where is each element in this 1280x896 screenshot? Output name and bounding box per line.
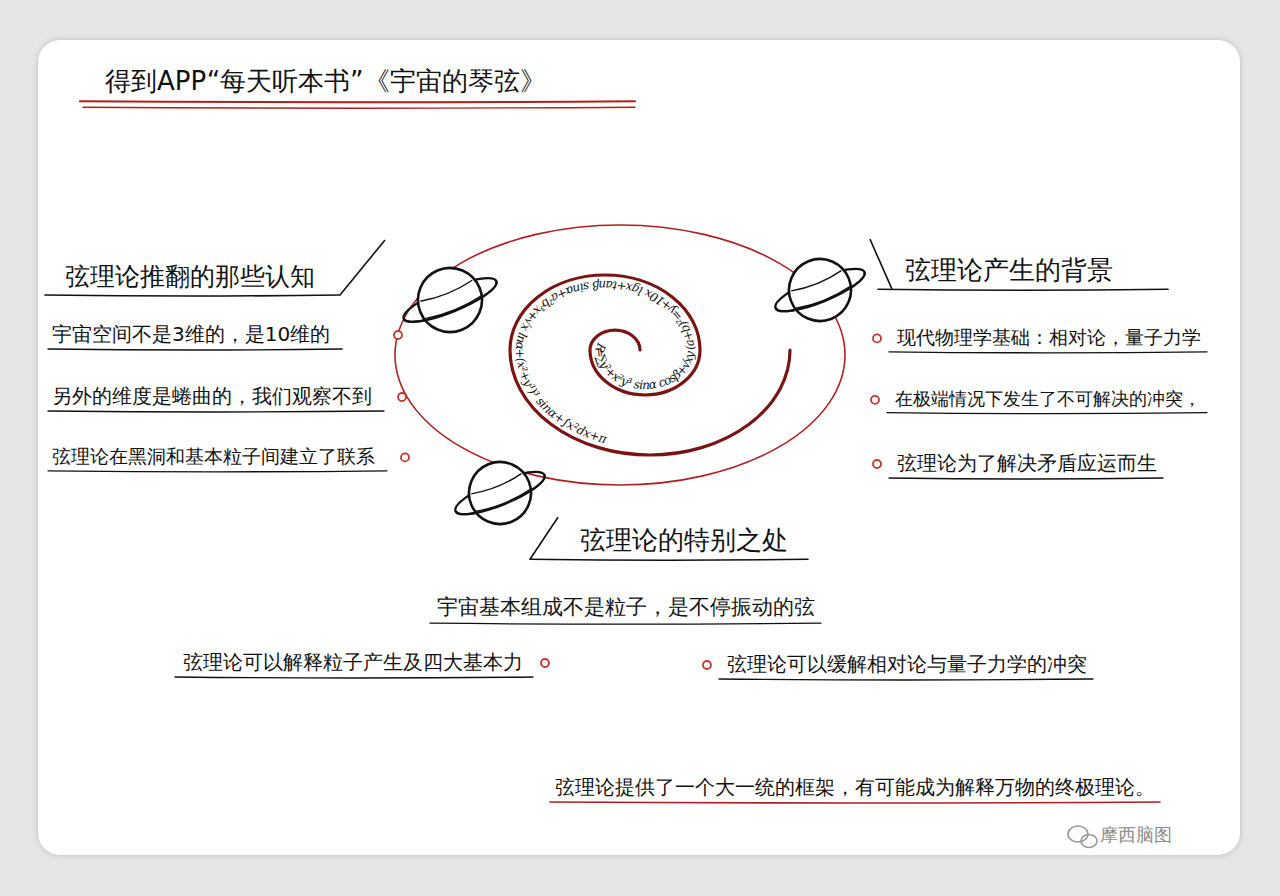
item-underline (889, 478, 1163, 479)
bullet-dot (873, 460, 881, 468)
item-text: 弦理论为了解决矛盾应运而生 (897, 451, 1157, 475)
watermark: 摩西脑图 (1100, 824, 1172, 846)
bullet-dot (541, 659, 549, 667)
bullet-dot (873, 334, 881, 342)
heading-underline (45, 295, 340, 296)
item-underline (430, 623, 821, 624)
bullet-dot (398, 393, 406, 401)
title-text: 得到APP“每天听本书”《宇宙的琴弦》 (105, 66, 546, 97)
item-text: 宇宙空间不是3维的，是10维的 (52, 322, 330, 346)
formula-text: R=∑y²+x²y³ sinα cosβ+√xy (a+b)²=y+10x lg… (513, 278, 697, 447)
item-text: 宇宙基本组成不是粒子，是不停振动的弦 (437, 595, 815, 620)
item-underline (887, 413, 1207, 414)
item-underline (48, 411, 384, 412)
heading-underline (530, 559, 808, 560)
wechat-icon (1068, 826, 1097, 848)
planet (764, 243, 876, 336)
section-heading: 弦理论推翻的那些认知 (65, 262, 315, 292)
item-text: 弦理论可以解释粒子产生及四大基本力 (183, 650, 523, 674)
conclusion-underline (550, 802, 1160, 803)
item-text: 在极端情况下发生了不可解决的冲突， (895, 388, 1201, 410)
item-underline (719, 679, 1093, 680)
bullet-dot (394, 331, 402, 339)
item-text: 弦理论在黑洞和基本粒子间建立了联系 (52, 445, 375, 468)
item-text: 弦理论可以缓解相对论与量子力学的冲突 (727, 652, 1087, 676)
section-heading: 弦理论的特别之处 (580, 525, 788, 556)
title-underline (80, 101, 635, 102)
heading-underline (878, 289, 1168, 290)
planet (444, 446, 556, 539)
item-text: 另外的维度是蜷曲的，我们观察不到 (52, 384, 372, 408)
bullet-dot (871, 396, 879, 404)
heading-slant (530, 517, 558, 559)
conclusion-text: 弦理论提供了一个大一统的框架，有可能成为解释万物的终极理论。 (555, 775, 1155, 799)
bullet-dot (401, 453, 409, 461)
section-heading: 弦理论产生的背景 (905, 255, 1113, 286)
heading-slant (340, 240, 385, 295)
item-underline (175, 677, 533, 678)
heading-slant (870, 239, 892, 289)
bullet-dot (703, 661, 711, 669)
formula-path-text: R=∑y²+x²y³ sinα cosβ+√xy (a+b)²=y+10x lg… (513, 278, 697, 447)
item-underline (48, 471, 387, 472)
spiral-line (510, 275, 790, 455)
orbit-ellipse (395, 225, 845, 485)
item-underline (48, 349, 342, 350)
item-text: 现代物理学基础：相对论，量子力学 (897, 326, 1201, 349)
planet (392, 252, 509, 349)
item-underline (889, 352, 1207, 353)
title-underline (83, 107, 635, 108)
